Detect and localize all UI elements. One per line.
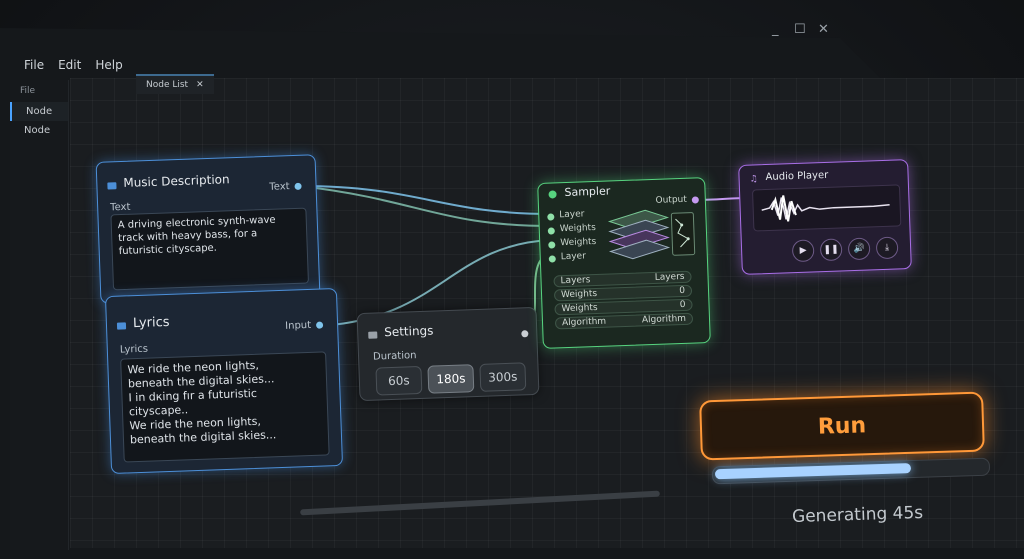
play-icon: ▶ [799,245,807,256]
node-title: Lyrics [132,314,170,332]
field-label: Text [110,201,131,214]
audio-wave-icon: ♫ [749,174,758,185]
audio-player-node[interactable]: ♫ Audio Player ▶ ❚❚ 🔊 ⤓ [738,159,912,275]
maximize-button[interactable]: ☐ [794,22,806,37]
lyrics-input[interactable]: We ride the neon lights, beneath the dig… [120,351,330,463]
output-port[interactable] [521,330,529,338]
close-icon[interactable]: ✕ [196,80,204,90]
node-icon [548,190,557,199]
input-port-layer[interactable] [547,213,555,221]
input-port-weights[interactable] [547,227,555,235]
param-name: Weights [561,302,598,315]
volume-button[interactable]: 🔊 [847,237,871,261]
node-icon [116,322,127,330]
tab-label: Node List [146,80,189,90]
sidebar: File Node Node [10,80,69,550]
download-icon: ⤓ [884,242,890,253]
play-button[interactable]: ▶ [791,239,815,263]
input-label: Weights [560,236,597,249]
output-label: Input [285,319,312,332]
menu-help[interactable]: Help [95,58,123,72]
input-label: Weights [559,222,596,235]
lyrics-node[interactable]: Lyrics Input Lyrics We ride the neon lig… [104,288,344,474]
param-value: Layers [654,271,685,283]
pause-icon: ❚❚ [823,244,839,256]
output-port[interactable] [294,182,302,190]
param-value: Algorithm [641,313,687,326]
sidebar-header: File [20,86,36,96]
param-name: Weights [560,288,598,301]
param-value: 0 [679,299,686,311]
volume-icon: 🔊 [853,243,865,255]
node-icon [107,182,117,190]
menu-edit[interactable]: Edit [58,58,82,72]
waveform-display [751,184,902,232]
input-label: Layer [559,209,585,221]
generation-status: Generating 45s [791,502,924,528]
close-button[interactable]: ✕ [818,22,829,37]
node-title: Audio Player [765,169,829,184]
duration-60s-button[interactable]: 60s [375,365,423,396]
input-port-layer-2[interactable] [548,255,556,263]
duration-label: Duration [372,350,417,363]
input-label: Layer [560,251,587,263]
input-port-weights-2[interactable] [548,241,556,249]
node-title: Settings [383,323,434,340]
waveform-graphic [761,195,890,222]
music-description-input[interactable]: A driving electronic synth-wave track wi… [110,207,309,291]
duration-180s-button[interactable]: 180s [427,364,475,394]
minimize-button[interactable]: _ [772,22,779,37]
sidebar-item-node[interactable]: Node [10,102,68,121]
node-icon [368,331,378,339]
node-title: Sampler [564,184,611,200]
pause-button[interactable]: ❚❚ [819,238,843,262]
param-name: Layers [560,275,591,287]
settings-node[interactable]: Settings Duration 60s 180s 300s [356,306,540,402]
sidebar-item-node-2[interactable]: Node [24,125,51,136]
field-label: Lyrics [119,343,149,356]
progress-fill [714,463,911,480]
menu-bar: File Edit Help [24,58,123,72]
wire-text-to-sampler [299,185,553,215]
menu-file[interactable]: File [24,58,45,72]
algorithm-param[interactable]: Algorithm Algorithm [554,312,694,330]
input-port[interactable] [315,321,324,329]
tab-node-list[interactable]: Node List ✕ [136,74,214,94]
wire-text-to-sampler-2 [299,185,553,227]
duration-300s-button[interactable]: 300s [479,362,527,392]
output-label: Text [269,181,290,193]
node-title: Music Description [123,172,230,190]
param-name: Algorithm [561,316,607,329]
sampler-node[interactable]: Sampler Output Layer Weights Weights Lay… [537,177,711,349]
music-description-node[interactable]: Music Description Text Text A driving el… [95,154,321,304]
layer-stack-icon [607,209,696,260]
output-port[interactable] [691,196,699,204]
run-button[interactable]: Run [699,391,985,461]
download-button[interactable]: ⤓ [875,236,899,260]
param-value: 0 [679,285,686,297]
run-label: Run [817,412,867,440]
